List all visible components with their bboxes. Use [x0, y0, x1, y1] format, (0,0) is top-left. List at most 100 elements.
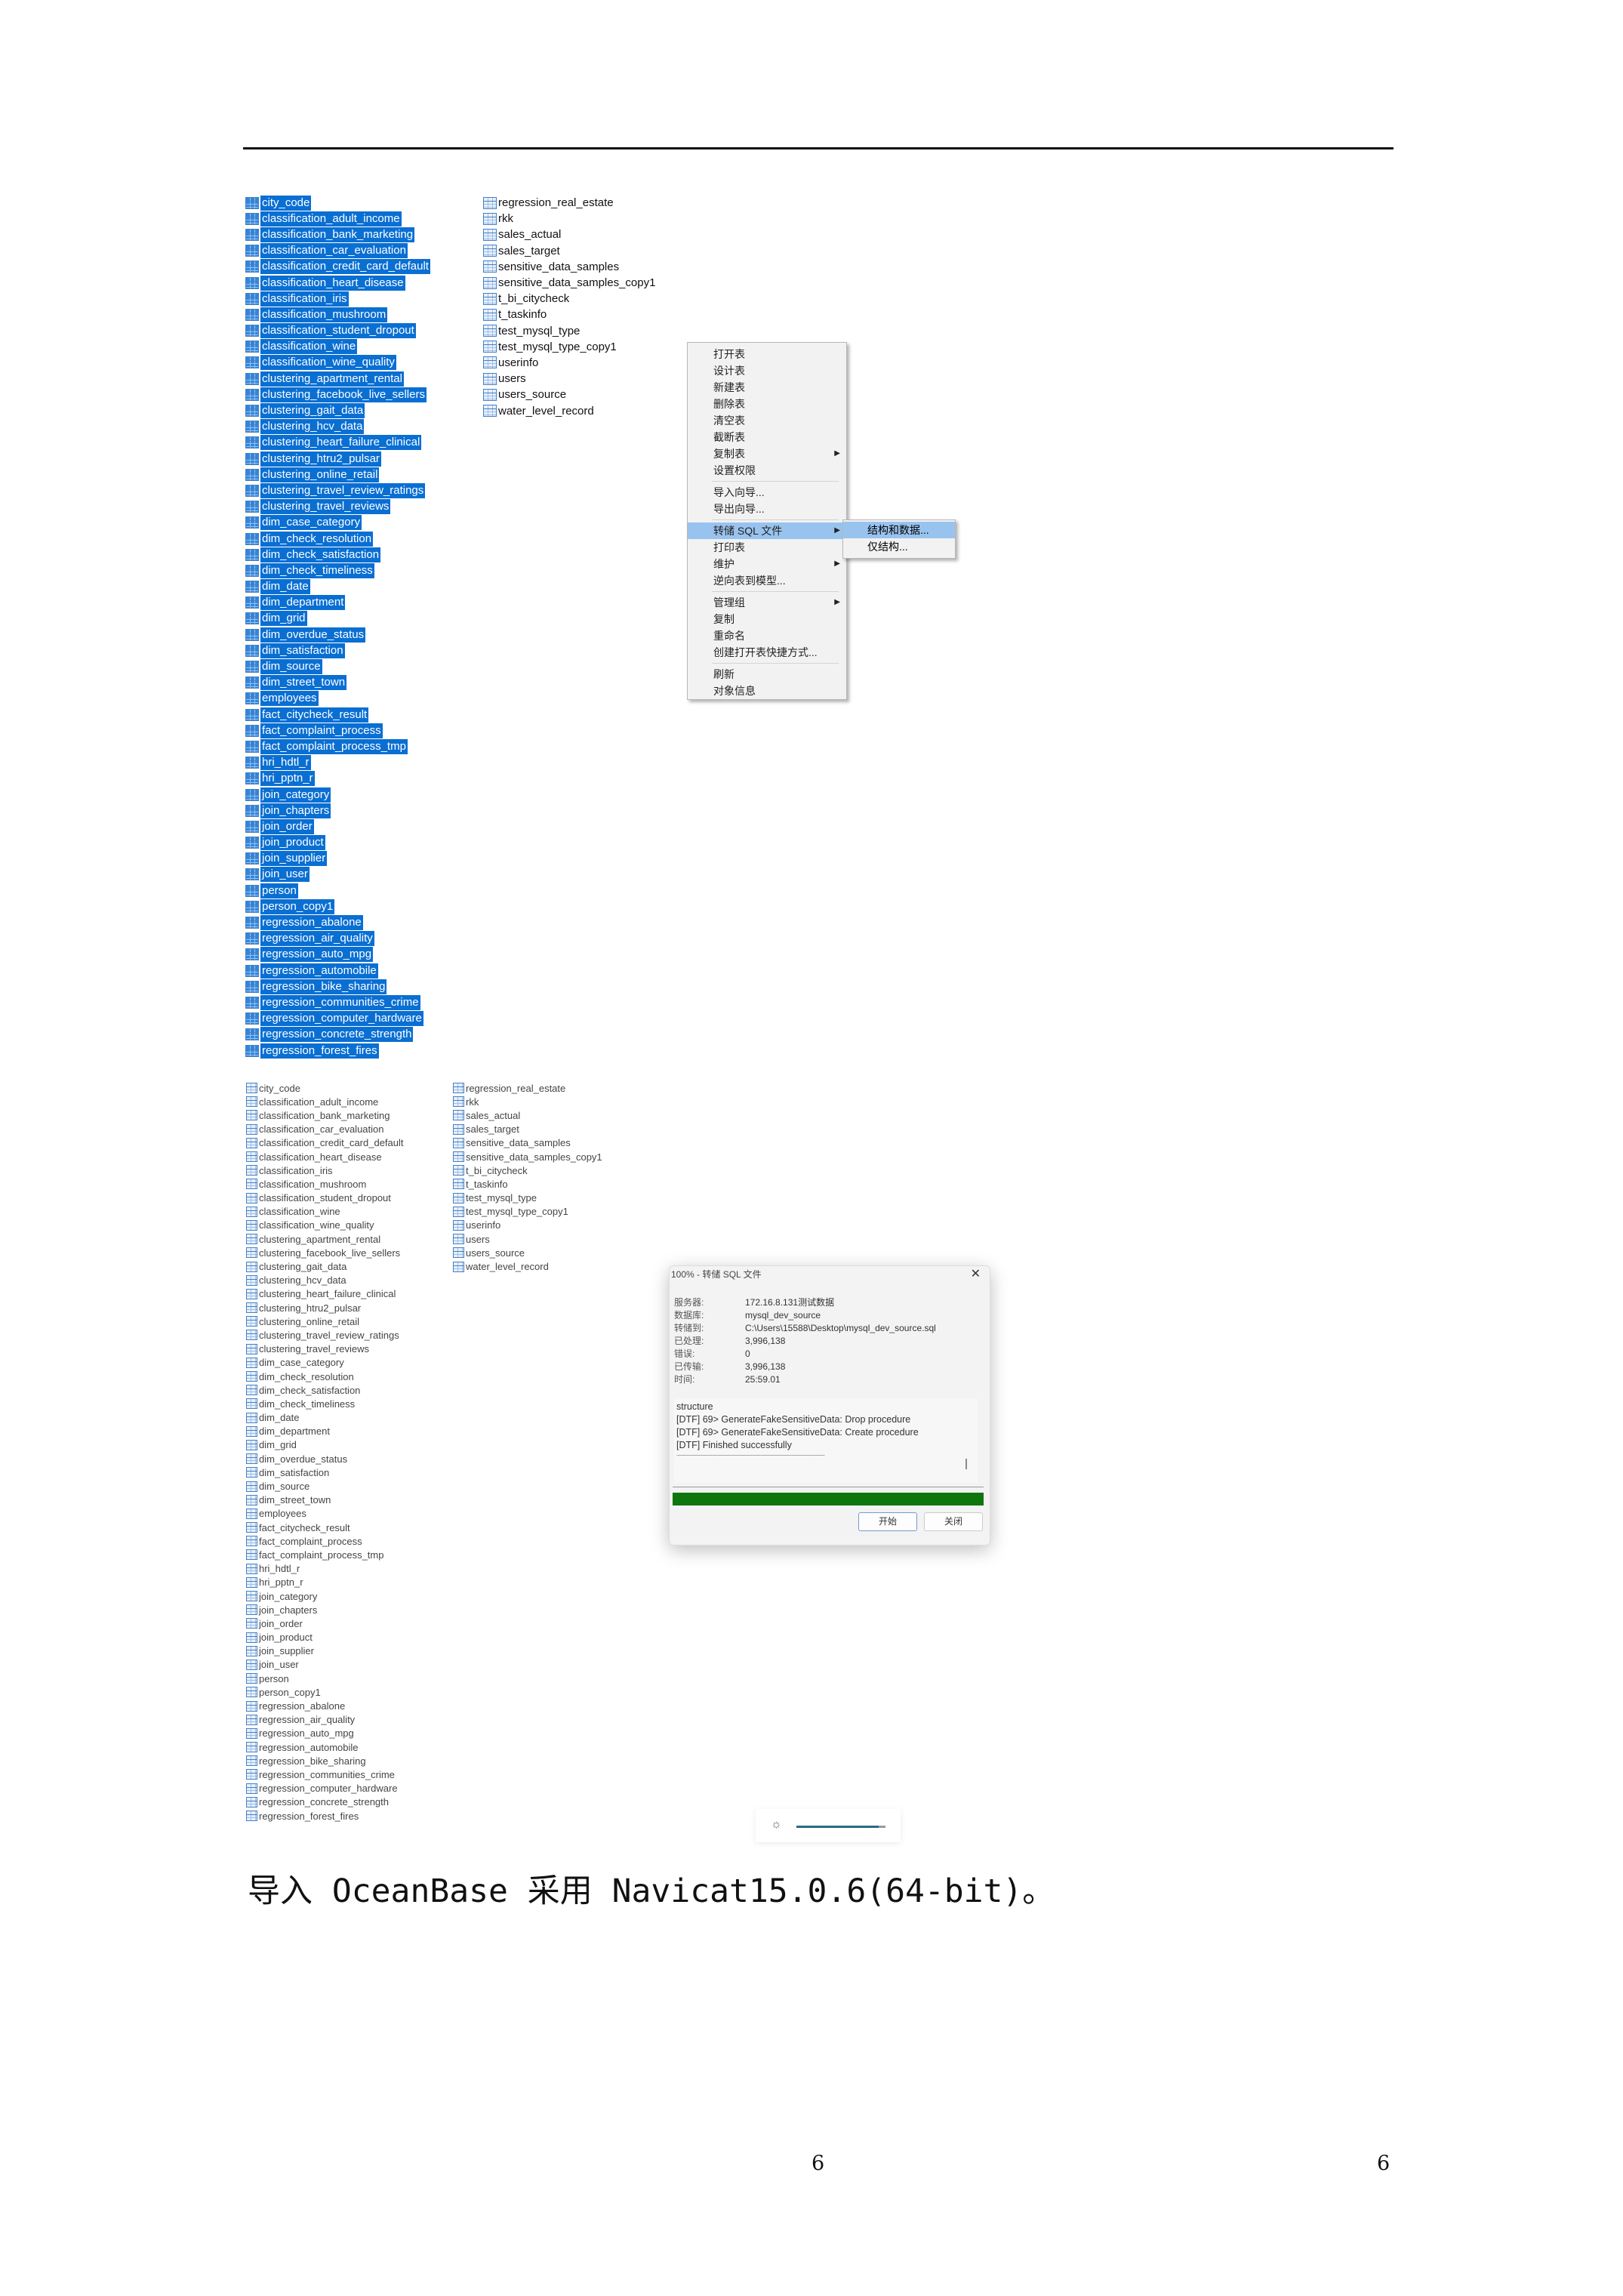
table-row[interactable]: sensitive_data_samples_copy1: [453, 1150, 602, 1163]
table-row[interactable]: dim_check_satisfaction: [245, 547, 430, 562]
table-row[interactable]: test_mysql_type_copy1: [453, 1205, 602, 1219]
table-row[interactable]: sales_actual: [453, 1108, 602, 1122]
table-row[interactable]: classification_adult_income: [245, 211, 430, 227]
table-row[interactable]: hri_hdtl_r: [245, 755, 430, 771]
table-row[interactable]: regression_communities_crime: [246, 1767, 404, 1781]
menu-item[interactable]: 删除表: [688, 396, 846, 412]
table-row[interactable]: person_copy1: [246, 1685, 404, 1699]
table-row[interactable]: regression_computer_hardware: [246, 1782, 404, 1795]
menu-item[interactable]: 新建表: [688, 379, 846, 396]
table-row[interactable]: join_supplier: [246, 1644, 404, 1658]
menu-item[interactable]: 对象信息: [688, 683, 846, 699]
table-row[interactable]: fact_complaint_process_tmp: [245, 738, 430, 754]
table-row[interactable]: classification_wine: [246, 1205, 404, 1219]
table-row[interactable]: dim_grid: [246, 1438, 404, 1452]
table-row[interactable]: join_supplier: [245, 851, 430, 867]
table-row[interactable]: dim_satisfaction: [245, 643, 430, 658]
table-row[interactable]: dim_satisfaction: [246, 1465, 404, 1479]
table-row[interactable]: fact_complaint_process_tmp: [246, 1548, 404, 1561]
table-row[interactable]: dim_check_satisfaction: [246, 1383, 404, 1397]
table-row[interactable]: clustering_travel_reviews: [245, 499, 430, 515]
menu-item[interactable]: 截断表: [688, 429, 846, 445]
table-row[interactable]: regression_forest_fires: [245, 1043, 430, 1059]
menu-item[interactable]: 导出向导...: [688, 501, 846, 517]
table-row[interactable]: person: [245, 883, 430, 898]
table-row[interactable]: clustering_travel_reviews: [246, 1342, 404, 1356]
table-row[interactable]: join_product: [245, 835, 430, 851]
table-row[interactable]: join_order: [246, 1616, 404, 1630]
menu-item[interactable]: 管理组▶: [688, 594, 846, 611]
table-row[interactable]: dim_street_town: [246, 1493, 404, 1507]
submenu-item[interactable]: 仅结构...: [867, 541, 908, 553]
table-row[interactable]: join_product: [246, 1631, 404, 1644]
dump-sql-submenu[interactable]: 结构和数据... 仅结构...: [842, 519, 956, 559]
table-row[interactable]: hri_pptn_r: [245, 771, 430, 787]
submenu-item[interactable]: 结构和数据...: [843, 522, 955, 538]
table-row[interactable]: dim_date: [246, 1411, 404, 1425]
table-row[interactable]: join_category: [246, 1589, 404, 1603]
table-row[interactable]: regression_auto_mpg: [245, 947, 430, 963]
table-row[interactable]: join_chapters: [246, 1603, 404, 1616]
table-row[interactable]: clustering_htru2_pulsar: [246, 1301, 404, 1314]
table-row[interactable]: classification_wine_quality: [245, 355, 430, 371]
table-row[interactable]: clustering_heart_failure_clinical: [246, 1287, 404, 1301]
table-row[interactable]: userinfo: [453, 1219, 602, 1232]
table-row[interactable]: test_mysql_type: [483, 323, 655, 339]
table-row[interactable]: employees: [245, 691, 430, 707]
table-row[interactable]: dim_overdue_status: [245, 627, 430, 643]
table-row[interactable]: regression_forest_fires: [246, 1809, 404, 1823]
table-row[interactable]: classification_student_dropout: [246, 1191, 404, 1205]
table-row[interactable]: person: [246, 1672, 404, 1685]
table-row[interactable]: classification_wine: [245, 339, 430, 355]
table-row[interactable]: clustering_online_retail: [246, 1314, 404, 1328]
table-row[interactable]: dim_street_town: [245, 675, 430, 691]
table-row[interactable]: regression_bike_sharing: [245, 978, 430, 994]
table-row[interactable]: dim_check_resolution: [246, 1370, 404, 1383]
table-row[interactable]: regression_real_estate: [453, 1081, 602, 1095]
table-row[interactable]: rkk: [453, 1095, 602, 1108]
table-row[interactable]: sales_target: [453, 1123, 602, 1136]
table-row[interactable]: classification_iris: [245, 291, 430, 307]
table-row[interactable]: classification_mushroom: [245, 307, 430, 322]
table-row[interactable]: classification_adult_income: [246, 1095, 404, 1108]
table-row[interactable]: sales_actual: [483, 227, 655, 242]
table-row[interactable]: sensitive_data_samples: [453, 1136, 602, 1150]
menu-item[interactable]: 清空表: [688, 412, 846, 429]
table-row[interactable]: join_chapters: [245, 803, 430, 818]
table-row[interactable]: regression_concrete_strength: [246, 1795, 404, 1809]
table-row[interactable]: clustering_facebook_live_sellers: [246, 1246, 404, 1259]
table-row[interactable]: city_code: [246, 1081, 404, 1095]
table-row[interactable]: fact_complaint_process: [245, 723, 430, 738]
table-row[interactable]: classification_credit_card_default: [245, 259, 430, 275]
table-row[interactable]: sensitive_data_samples_copy1: [483, 275, 655, 291]
table-row[interactable]: classification_iris: [246, 1163, 404, 1177]
table-row[interactable]: dim_source: [245, 658, 430, 675]
table-row[interactable]: clustering_apartment_rental: [246, 1232, 404, 1246]
table-row[interactable]: join_user: [245, 867, 430, 883]
table-row[interactable]: regression_air_quality: [245, 931, 430, 947]
table-row[interactable]: clustering_online_retail: [245, 467, 430, 482]
table-row[interactable]: classification_heart_disease: [245, 275, 430, 291]
table-row[interactable]: fact_citycheck_result: [246, 1521, 404, 1534]
table-row[interactable]: t_bi_citycheck: [453, 1163, 602, 1177]
table-row[interactable]: dim_grid: [245, 611, 430, 627]
table-row[interactable]: classification_credit_card_default: [246, 1136, 404, 1150]
menu-item[interactable]: 打开表: [688, 346, 846, 362]
close-button[interactable]: 关闭: [924, 1512, 983, 1531]
table-row[interactable]: rkk: [483, 211, 655, 227]
table-row[interactable]: regression_automobile: [245, 963, 430, 978]
table-row[interactable]: classification_car_evaluation: [246, 1123, 404, 1136]
table-row[interactable]: classification_wine_quality: [246, 1219, 404, 1232]
table-row[interactable]: regression_automobile: [246, 1740, 404, 1754]
table-row[interactable]: dim_overdue_status: [246, 1452, 404, 1465]
table-row[interactable]: classification_bank_marketing: [246, 1108, 404, 1122]
table-row[interactable]: classification_student_dropout: [245, 323, 430, 339]
menu-item[interactable]: 重命名: [688, 627, 846, 644]
table-row[interactable]: t_taskinfo: [483, 307, 655, 322]
menu-item[interactable]: 复制表▶: [688, 445, 846, 462]
table-row[interactable]: dim_check_timeliness: [245, 562, 430, 578]
table-row[interactable]: person_copy1: [245, 898, 430, 914]
